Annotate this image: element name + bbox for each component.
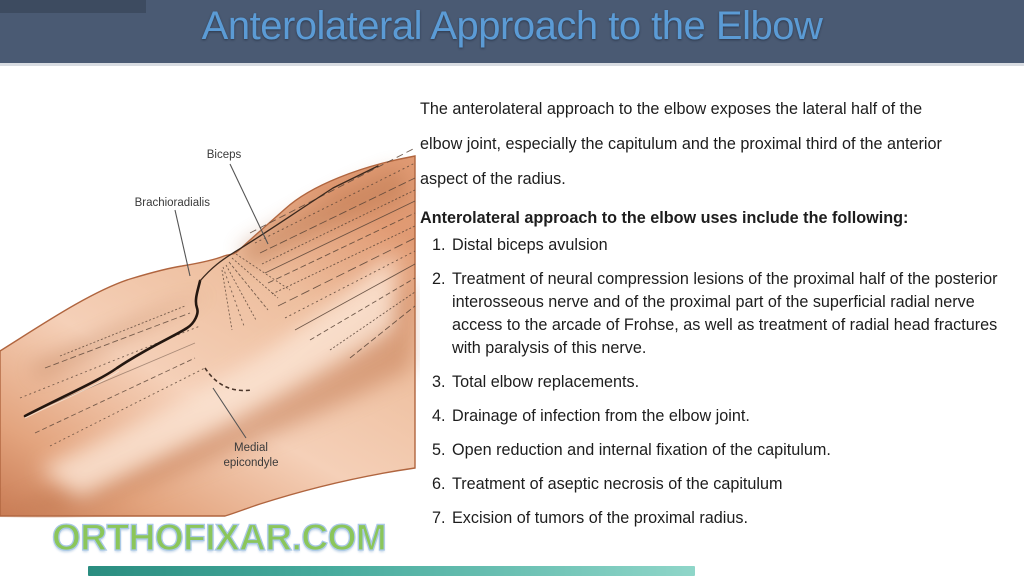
use-list-item: Open reduction and internal fixation of …	[450, 439, 1015, 462]
incision-highlight	[24, 370, 120, 419]
biceps-label: Biceps	[207, 149, 242, 161]
arm-upper-shadow	[30, 168, 410, 378]
use-list-item: Treatment of neural compression lesions …	[450, 268, 1015, 360]
intro-line-3: aspect of the radius.	[420, 170, 566, 188]
brand-watermark: ORTHOFIXAR.COM	[51, 517, 387, 558]
leader-lines	[174, 163, 269, 439]
footer-accent-bar	[88, 566, 695, 576]
biceps-leader-line	[229, 163, 269, 245]
use-list-item: Distal biceps avulsion	[450, 234, 1015, 257]
uses-heading: Anterolateral approach to the elbow uses…	[420, 209, 909, 227]
arm-lower-shadow	[10, 278, 412, 516]
titlebar-corner-accent	[0, 0, 146, 13]
text-column: The anterolateral approach to the elbow …	[420, 92, 1015, 541]
incision-line	[23, 279, 202, 418]
title-bar: Anterolateral Approach to the Elbow	[0, 0, 1024, 66]
use-list-item: Treatment of aseptic necrosis of the cap…	[450, 473, 1015, 496]
arm-diagram: Biceps Brachioradialis Medial epicondyle	[0, 147, 416, 517]
uses-list: Distal biceps avulsionTreatment of neura…	[420, 234, 1015, 530]
brachioradialis-leader-line	[174, 209, 191, 277]
intro-paragraph: The anterolateral approach to the elbow …	[420, 92, 1015, 197]
intro-line-2: elbow joint, especially the capitulum an…	[420, 135, 942, 153]
intro-line-1: The anterolateral approach to the elbow …	[420, 100, 923, 118]
medial-epicondyle-leader-line	[212, 387, 247, 439]
medial-epicondyle-label-line2: epicondyle	[224, 457, 279, 469]
use-list-item: Excision of tumors of the proximal radiu…	[450, 507, 1015, 530]
medial-epicondyle-arc	[204, 367, 253, 392]
use-list-item: Total elbow replacements.	[450, 371, 1015, 394]
use-list-item: Drainage of infection from the elbow joi…	[450, 405, 1015, 428]
elbow-fibres	[221, 253, 291, 331]
brachioradialis-label: Brachioradialis	[135, 197, 211, 209]
elbow-illustration: Biceps Brachioradialis Medial epicondyle	[0, 68, 420, 518]
upper-arm-striations	[249, 147, 416, 359]
arm-highlight	[40, 253, 395, 498]
arm-shape	[0, 155, 416, 517]
medial-epicondyle-label-line1: Medial	[234, 442, 268, 454]
slide-title: Anterolateral Approach to the Elbow	[201, 4, 823, 48]
incision-line-upper	[199, 165, 379, 282]
